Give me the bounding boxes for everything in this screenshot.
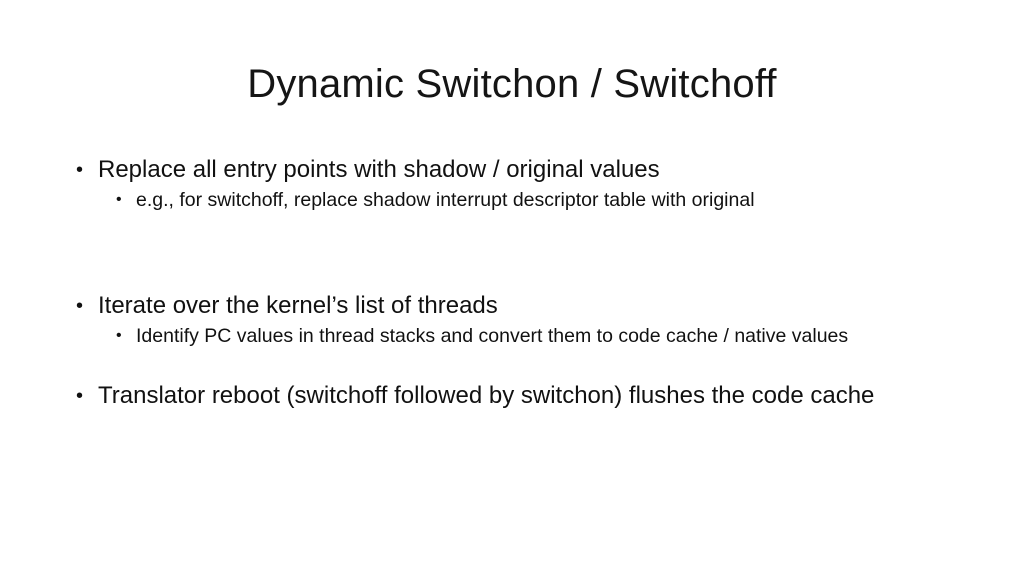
slide-title: Dynamic Switchon / Switchoff (247, 62, 777, 106)
sub-bullet-text: Identify PC values in thread stacks and … (136, 325, 849, 347)
bullet-item-2: • Iterate over the kernel’s list of thre… (72, 290, 952, 322)
sub-bullet-item-2: • Identify PC values in thread stacks an… (112, 322, 952, 350)
bullet-text: Iterate over the kernel’s list of thread… (98, 292, 498, 319)
slide-content: • Replace all entry points with shadow /… (72, 152, 952, 412)
bullet-item-3: • Translator reboot (switchoff followed … (72, 380, 952, 412)
bullet-group-2: • Iterate over the kernel’s list of thre… (72, 290, 952, 350)
bullet-text: Replace all entry points with shadow / o… (98, 156, 660, 183)
bullet-marker: • (76, 385, 84, 407)
sub-bullet-item-1: • e.g., for switchoff, replace shadow in… (112, 186, 952, 214)
bullet-text: Translator reboot (switchoff followed by… (98, 382, 875, 409)
bullet-group-3: • Translator reboot (switchoff followed … (72, 380, 952, 412)
sub-bullet-marker: • (116, 191, 122, 208)
bullet-group-1: • Replace all entry points with shadow /… (72, 154, 952, 214)
bullet-marker: • (76, 159, 84, 181)
sub-bullet-marker: • (116, 327, 122, 344)
bullet-marker: • (76, 295, 84, 317)
sub-bullet-text: e.g., for switchoff, replace shadow inte… (136, 189, 755, 211)
bullet-item-1: • Replace all entry points with shadow /… (72, 154, 952, 186)
